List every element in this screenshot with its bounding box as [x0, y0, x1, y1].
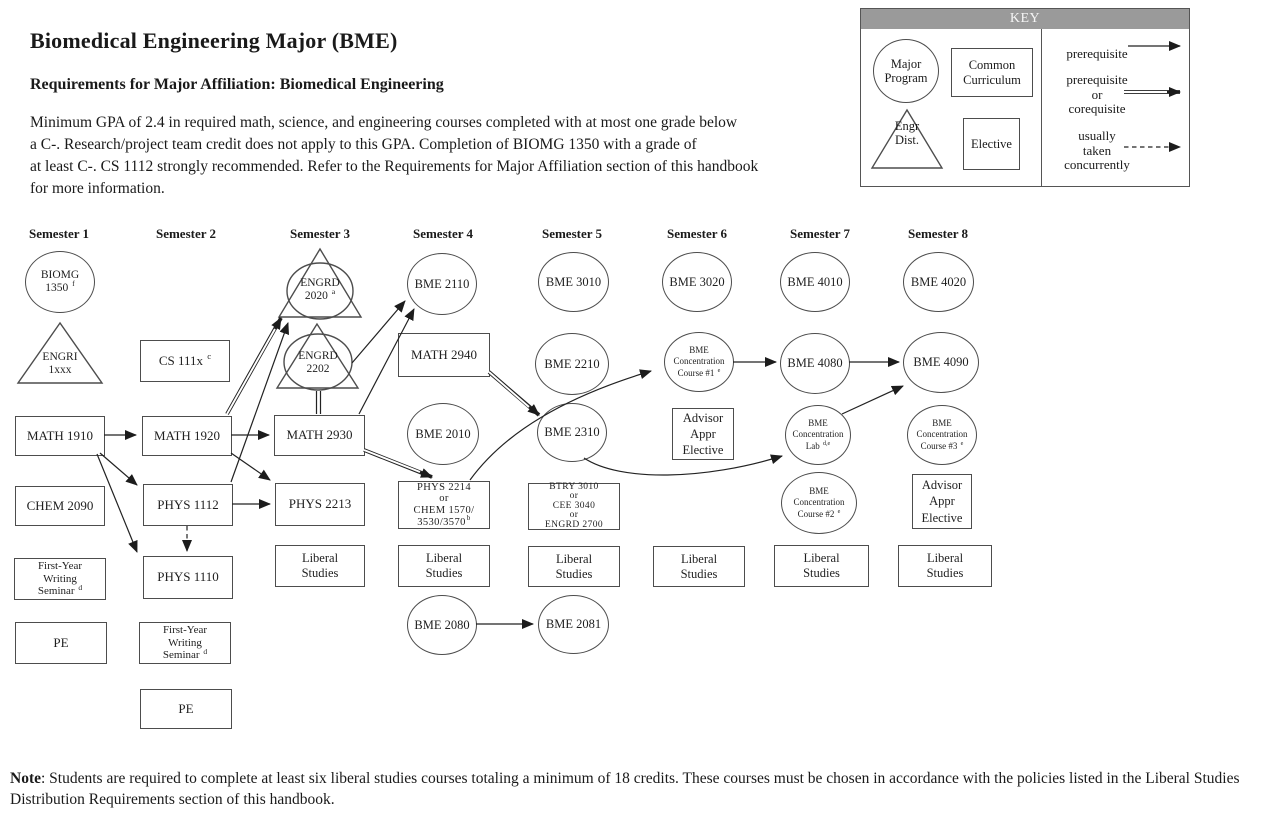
course-phys-2213: PHYS 2213 [275, 483, 365, 526]
course-bme-2010: BME 2010 [407, 403, 479, 465]
key-divider [1041, 29, 1042, 186]
liberal-studies-7: Liberal Studies [774, 545, 869, 587]
course-bme-concentration-lab: BME Concentration Lab d,e [785, 405, 851, 465]
course-cs-111x: CS 111x c [140, 340, 230, 382]
semester-7-header: Semester 7 [789, 226, 851, 241]
course-pe-2: PE [140, 689, 232, 729]
semester-6-header: Semester 6 [666, 226, 728, 241]
semester-5-header: Semester 5 [541, 226, 603, 241]
course-engrd-2202: ENGRD 2202 [275, 320, 361, 392]
course-bme-2081: BME 2081 [538, 595, 609, 654]
course-first-year-writing-seminar-1: First-Year Writing Seminar d [14, 558, 106, 600]
semester-3-header: Semester 3 [289, 226, 351, 241]
course-bme-concentration-1: BME Concentration Course #1 e [664, 332, 734, 392]
key-panel: KEY Major Program Common Curriculum Engr… [860, 8, 1190, 187]
key-concurrent-label: usually taken concurrently [1064, 128, 1130, 173]
key-prereq-or-coreq-label: prerequisite or corequisite [1066, 72, 1128, 117]
semester-2-header: Semester 2 [155, 226, 217, 241]
key-elective-rect: Elective [963, 118, 1020, 170]
key-prerequisite-label: prerequisite [1066, 46, 1128, 61]
course-engri-1xxx: ENGRI 1xxx [15, 320, 105, 386]
course-bme-2210: BME 2210 [535, 333, 609, 395]
course-bme-3020: BME 3020 [662, 252, 732, 312]
course-bme-4010: BME 4010 [780, 252, 850, 312]
course-phys-1112: PHYS 1112 [143, 484, 233, 526]
course-phys-2214-or-chem: PHYS 2214 or CHEM 1570/ 3530/3570b [398, 481, 490, 529]
key-common-curriculum-rect: Common Curriculum [951, 48, 1033, 97]
course-bme-concentration-2: BME Concentration Course #2 e [781, 472, 857, 534]
course-math-2940: MATH 2940 [398, 333, 490, 377]
key-major-program-circle: Major Program [873, 39, 939, 103]
course-bme-2080: BME 2080 [407, 595, 477, 655]
liberal-studies-3: Liberal Studies [275, 545, 365, 587]
gpa-requirements-paragraph: Minimum GPA of 2.4 in required math, sci… [30, 114, 759, 197]
course-bme-concentration-3: BME Concentration Course #3 e [907, 405, 977, 465]
note-text: : Students are required to complete at l… [10, 770, 1240, 808]
course-phys-1110: PHYS 1110 [143, 556, 233, 599]
course-bme-4020: BME 4020 [903, 252, 974, 312]
advisor-approved-elective-8: Advisor Appr Elective [912, 474, 972, 529]
affiliation-heading: Requirements for Major Affiliation: Biom… [30, 76, 444, 93]
liberal-studies-4: Liberal Studies [398, 545, 490, 587]
liberal-studies-5: Liberal Studies [528, 546, 620, 587]
course-btry-cee-engrd-stats: BTRY 3010 or CEE 3040 or ENGRD 2700 [528, 482, 620, 530]
semester-1-header: Semester 1 [28, 226, 90, 241]
semester-8-header: Semester 8 [907, 226, 969, 241]
course-biomg-1350: BIOMG 1350 f [25, 251, 95, 313]
course-chem-2090: CHEM 2090 [15, 486, 105, 526]
liberal-studies-6: Liberal Studies [653, 546, 745, 587]
course-math-2930: MATH 2930 [274, 415, 365, 456]
liberal-studies-8: Liberal Studies [898, 545, 992, 587]
course-bme-4080: BME 4080 [780, 333, 850, 394]
course-bme-2110: BME 2110 [407, 253, 477, 315]
key-title: KEY [861, 9, 1189, 29]
key-engr-dist-triangle: Engr Dist. [869, 107, 945, 171]
course-pe-1: PE [15, 622, 107, 664]
page-title: Biomedical Engineering Major (BME) [30, 28, 398, 53]
advisor-approved-elective-6: Advisor Appr Elective [672, 408, 734, 460]
course-bme-4090: BME 4090 [903, 332, 979, 393]
course-first-year-writing-seminar-2: First-Year Writing Seminar d [139, 622, 231, 664]
course-math-1920: MATH 1920 [142, 416, 232, 456]
course-bme-3010: BME 3010 [538, 252, 609, 312]
course-engrd-2020: ENGRD 2020 a [277, 246, 363, 320]
note-label: Note [10, 770, 41, 787]
course-bme-2310: BME 2310 [537, 403, 607, 462]
semester-4-header: Semester 4 [412, 226, 474, 241]
course-math-1910: MATH 1910 [15, 416, 105, 456]
liberal-studies-note: Note: Students are required to complete … [10, 768, 1274, 810]
